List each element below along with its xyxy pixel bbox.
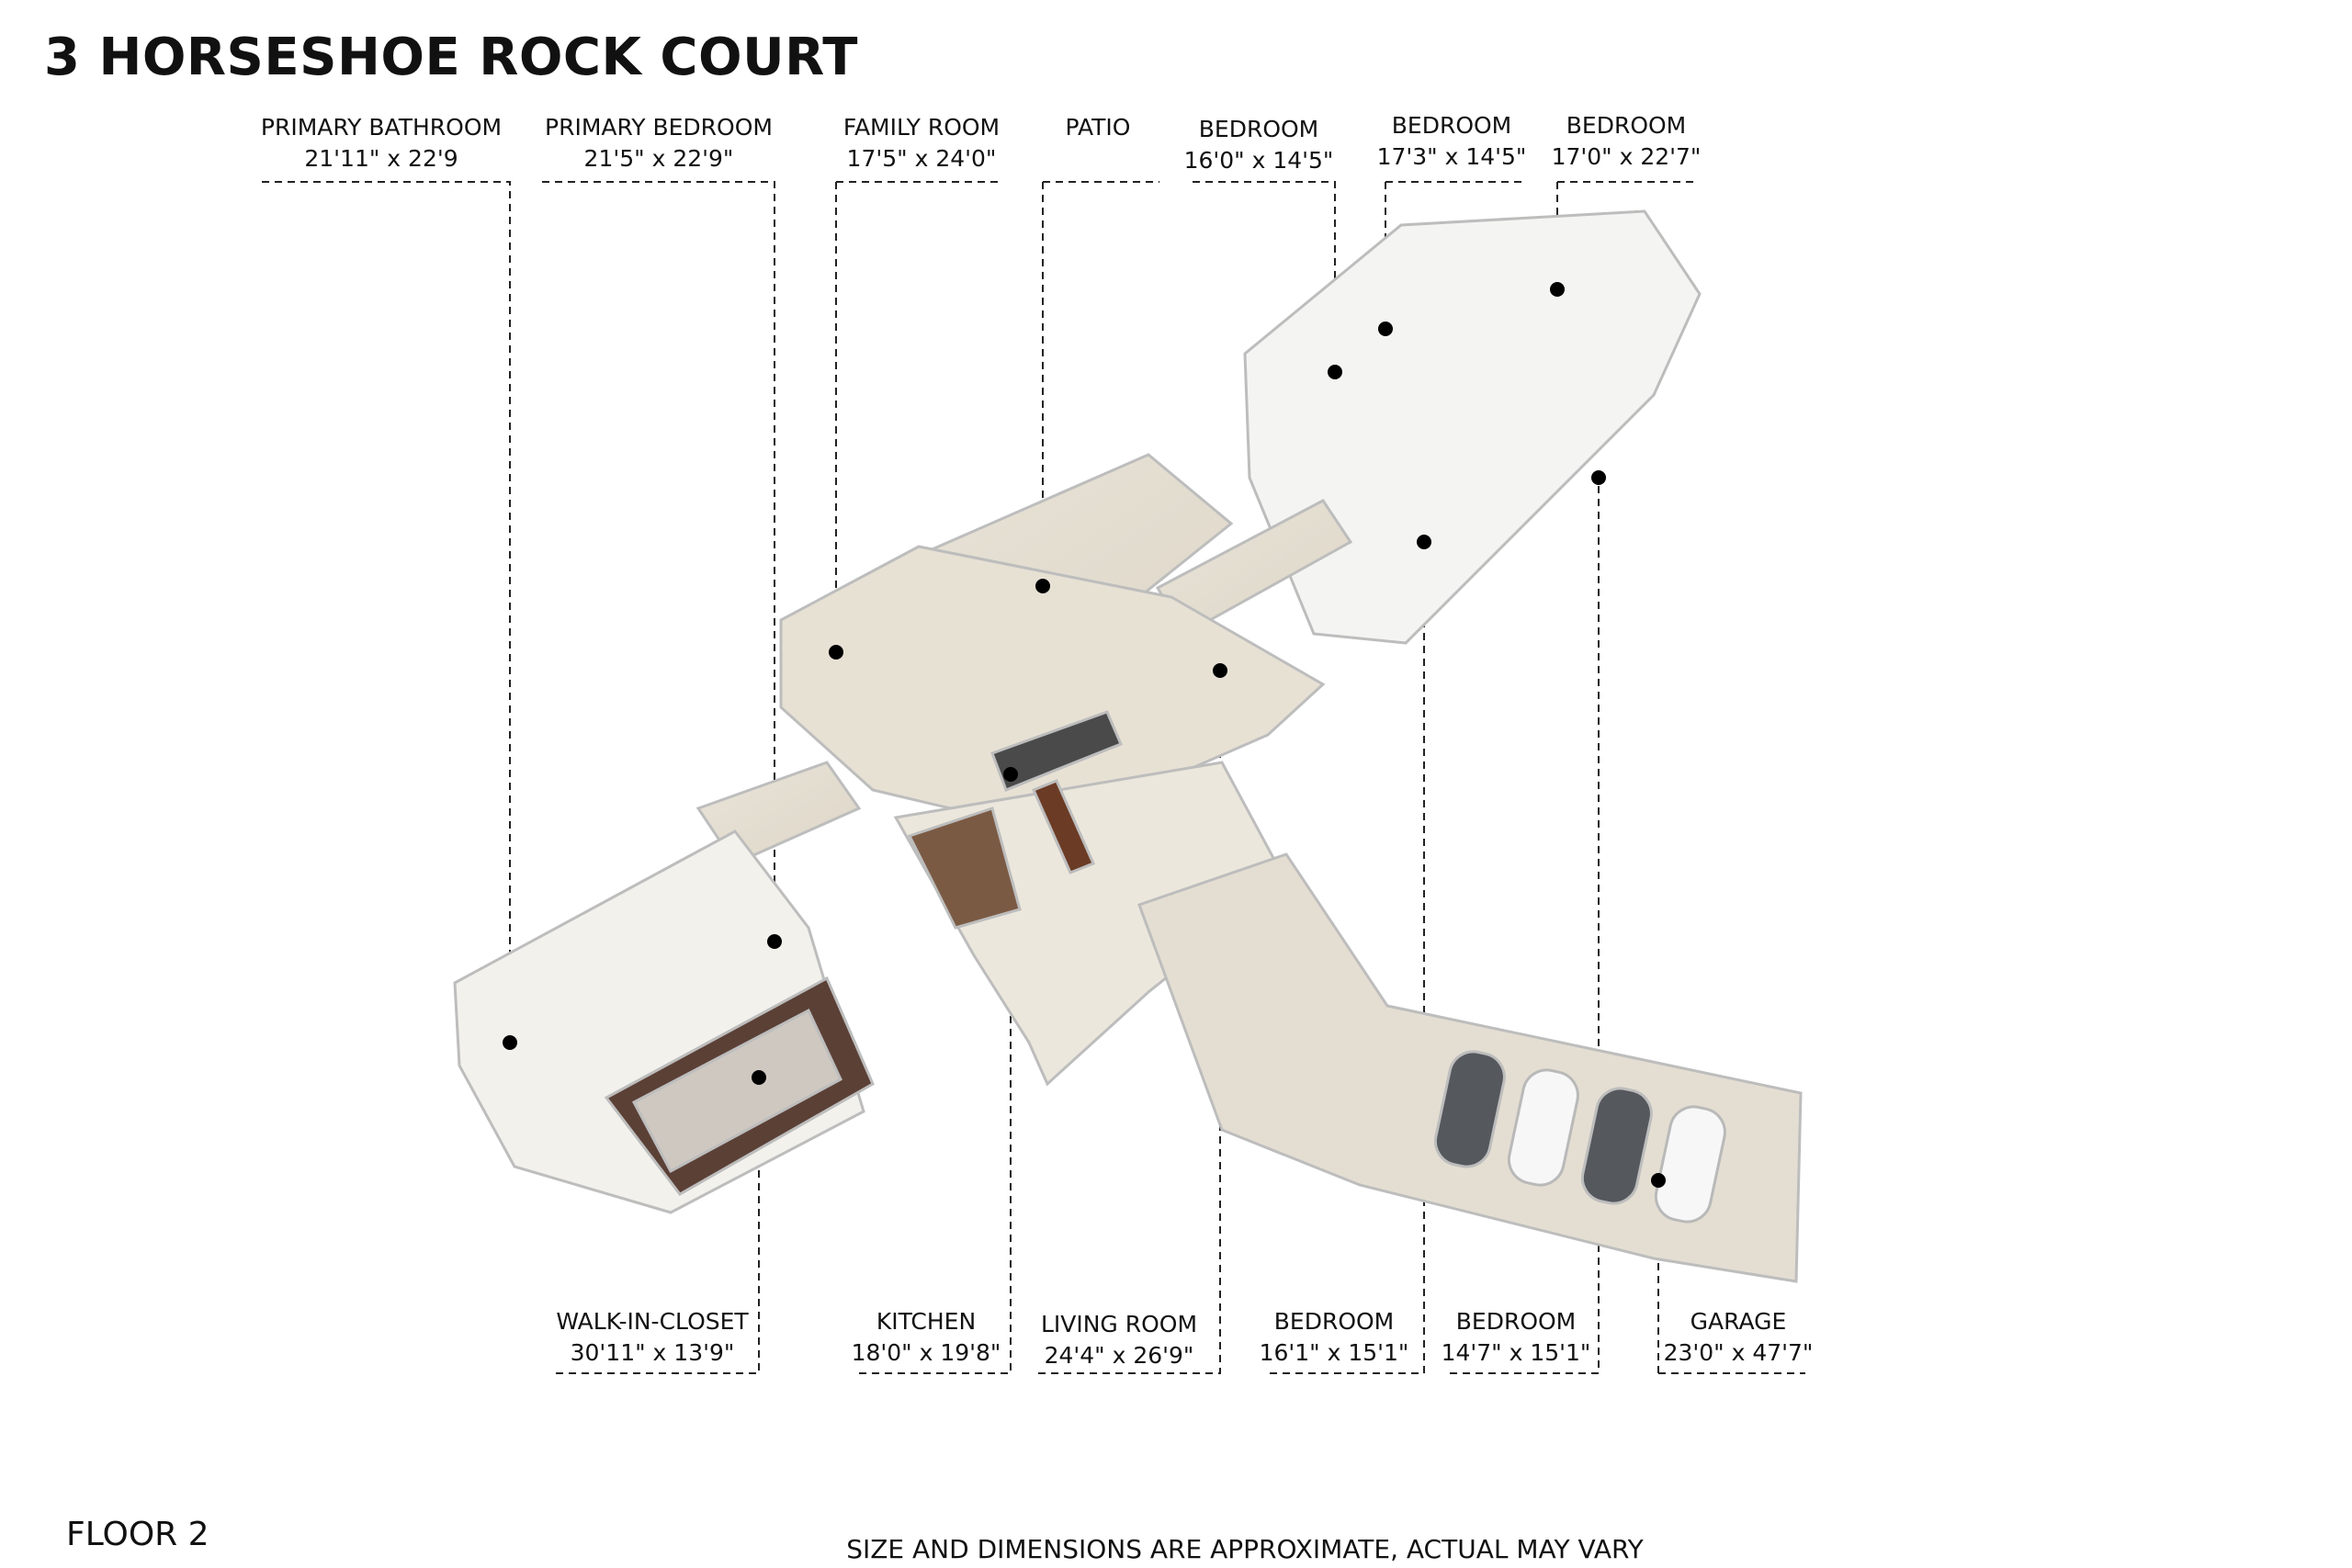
label-bedroom-5: BEDROOM 14'7" x 15'1" [1442, 1306, 1591, 1369]
room-dimension: 21'5" x 22'9" [583, 145, 734, 172]
room-name: PRIMARY BATHROOM [260, 114, 503, 141]
label-bedroom-4: BEDROOM 16'1" x 15'1" [1260, 1306, 1409, 1369]
room-name: BEDROOM [1566, 112, 1687, 139]
room-name: BEDROOM [1198, 116, 1319, 142]
label-kitchen: KITCHEN 18'0" x 19'8" [852, 1306, 1001, 1369]
room-dimension: 17'0" x 22'7" [1551, 143, 1702, 170]
room-name: PRIMARY BEDROOM [545, 114, 773, 141]
label-primary-bedroom: PRIMARY BEDROOM 21'5" x 22'9" [545, 112, 773, 175]
room-dimension: 23'0" x 47'7" [1663, 1339, 1814, 1366]
room-name: WALK-IN-CLOSET [556, 1308, 749, 1335]
disclaimer-text: SIZE AND DIMENSIONS ARE APPROXIMATE, ACT… [846, 1534, 1644, 1564]
room-dimension: 17'5" x 24'0" [846, 145, 997, 172]
label-patio: PATIO [1066, 112, 1131, 143]
room-dimension: 21'11" x 22'9 [304, 145, 458, 172]
room-dimension: 14'7" x 15'1" [1441, 1339, 1591, 1366]
room-dimension: 24'4" x 26'9" [1044, 1342, 1194, 1369]
room-name: GARAGE [1690, 1308, 1787, 1335]
label-bedroom-3: BEDROOM 17'0" x 22'7" [1552, 110, 1702, 173]
room-dimension: 16'1" x 15'1" [1259, 1339, 1409, 1366]
room-name: LIVING ROOM [1040, 1311, 1198, 1337]
room-dimension: 30'11" x 13'9" [570, 1339, 735, 1366]
room-name: KITCHEN [876, 1308, 977, 1335]
room-name: BEDROOM [1273, 1308, 1395, 1335]
room-name: FAMILY ROOM [842, 114, 1001, 141]
label-garage: GARAGE 23'0" x 47'7" [1664, 1306, 1814, 1369]
label-primary-bathroom: PRIMARY BATHROOM 21'11" x 22'9 [261, 112, 502, 175]
room-dimension: 17'3" x 14'5" [1376, 143, 1527, 170]
floor-label: FLOOR 2 [66, 1516, 209, 1553]
label-bedroom-2: BEDROOM 17'3" x 14'5" [1377, 110, 1527, 173]
label-walk-in-closet: WALK-IN-CLOSET 30'11" x 13'9" [556, 1306, 748, 1369]
page-title: 3 HORSESHOE ROCK COURT [44, 28, 858, 87]
label-bedroom-1: BEDROOM 16'0" x 14'5" [1184, 114, 1334, 176]
label-family-room: FAMILY ROOM 17'5" x 24'0" [843, 112, 1000, 175]
label-living-room: LIVING ROOM 24'4" x 26'9" [1041, 1309, 1197, 1371]
room-name: BEDROOM [1391, 112, 1512, 139]
room-dimension: 18'0" x 19'8" [851, 1339, 1001, 1366]
room-name: PATIO [1065, 114, 1131, 141]
room-name: BEDROOM [1455, 1308, 1577, 1335]
building-footprint [453, 209, 1803, 1283]
room-dimension: 16'0" x 14'5" [1183, 147, 1334, 174]
room-markers [503, 282, 1666, 1188]
